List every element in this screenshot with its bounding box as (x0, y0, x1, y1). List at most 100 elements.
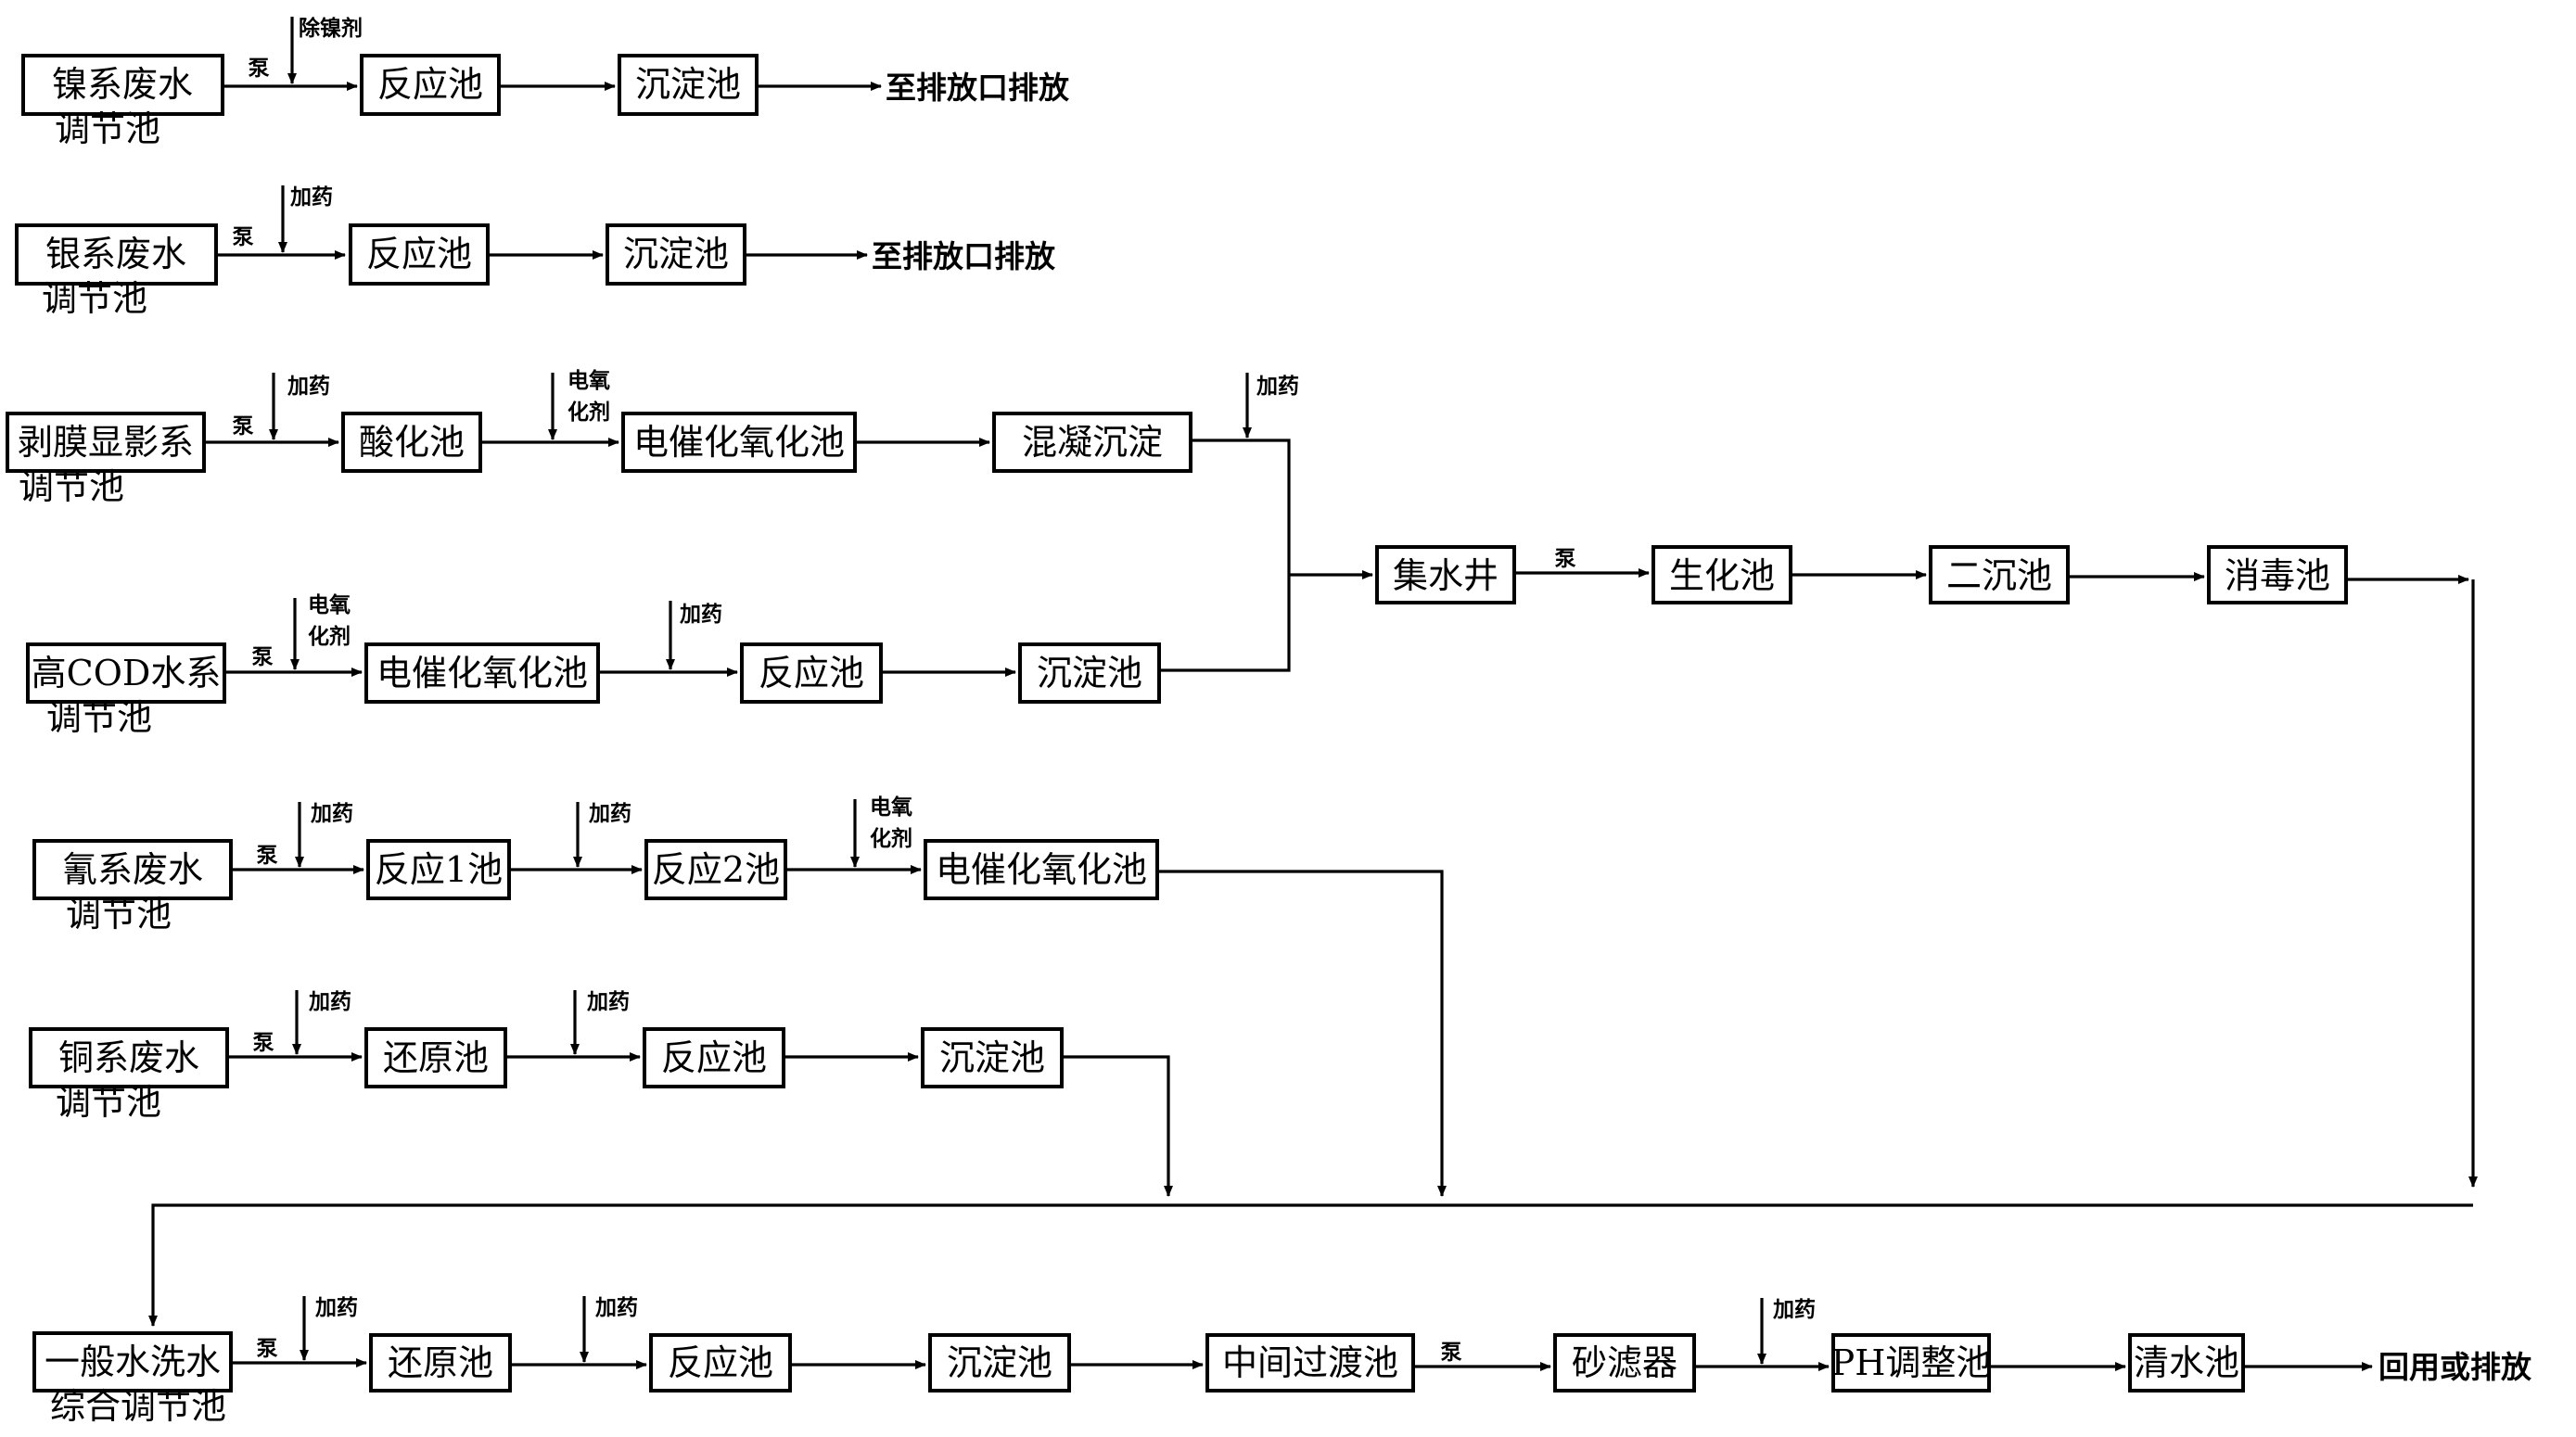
bio-step-4-label: 消毒池 (2225, 555, 2330, 596)
bio-step-4-box (2207, 545, 2348, 604)
nickel-step-2-box (618, 54, 759, 116)
nickel-destination: 至排放口排放 (886, 70, 1070, 106)
general-step-5-box (1553, 1333, 1696, 1392)
cod-step-3-label: 沉淀池 (1037, 653, 1142, 693)
silver-pump-label: 泵 (233, 224, 254, 249)
copper-step-1-box (364, 1027, 507, 1088)
general-additive-1: 加药 (314, 1295, 358, 1320)
cod-step-2-box (740, 642, 883, 704)
cyanide-step-2-label: 反应2池 (652, 849, 780, 890)
general-step-4-label: 中间过渡池 (1222, 1342, 1398, 1383)
copper-step-2-label: 反应池 (661, 1037, 767, 1078)
copper-source-sublabel: 调节池 (56, 1082, 161, 1123)
bio-step-1-label: 集水井 (1393, 555, 1498, 596)
general-step-5-label: 砂滤器 (1572, 1342, 1677, 1383)
nickel-step-1-label: 反应池 (377, 64, 483, 105)
cod-step-3-box (1018, 642, 1161, 704)
nickel-line: 镍系废水 调节池 泵 除镍剂 反应池 沉淀池 至排放口排放 (21, 16, 1070, 149)
general-additive-2: 加药 (594, 1295, 638, 1320)
silver-destination: 至排放口排放 (872, 238, 1056, 274)
cod-additive-2: 化剂 (308, 624, 351, 649)
nickel-pump-label: 泵 (249, 56, 270, 81)
silver-step-1-box (349, 223, 490, 286)
nickel-source-label: 镍系废水 (52, 64, 193, 105)
general-step-7-label: 清水池 (2134, 1342, 2239, 1383)
general-destination: 回用或排放 (2378, 1349, 2532, 1385)
general-source-sublabel: 综合调节池 (50, 1386, 226, 1427)
copper-additive-1: 加药 (308, 989, 351, 1014)
bio-step-2-label: 生化池 (1669, 555, 1775, 596)
strip-step-1-box (341, 412, 482, 473)
cyanide-step-1-box (366, 839, 511, 900)
general-step-2-box (649, 1333, 792, 1392)
general-step-1-box (369, 1333, 512, 1392)
bio-line: 集水井 泵 生化池 二沉池 消毒池 (1289, 545, 2478, 1188)
cyanide-line: 氰系废水 调节池 泵 加药 反应1池 加药 反应2池 电氧 化剂 电催化氧化池 (32, 795, 1447, 1197)
copper-step-3-label: 沉淀池 (939, 1037, 1045, 1078)
nickel-additive-label: 除镍剂 (299, 16, 363, 41)
strip-pump-label: 泵 (233, 413, 254, 439)
silver-step-2-box (606, 223, 746, 286)
copper-pump-label: 泵 (253, 1030, 274, 1055)
copper-step-1-label: 还原池 (383, 1037, 489, 1078)
cod-pipe-4 (1159, 575, 1291, 672)
bio-step-3-box (1929, 545, 2070, 604)
strip-pipe-4 (1191, 439, 1291, 575)
bio-step-2-box (1651, 545, 1792, 604)
bio-pump-label: 泵 (1555, 546, 1576, 571)
general-step-3-label: 沉淀池 (947, 1342, 1052, 1383)
bio-step-1-box (1375, 545, 1516, 604)
cyanide-step-1-label: 反应1池 (375, 849, 503, 890)
silver-additive-label: 加药 (289, 184, 333, 210)
strip-step-3-label: 混凝沉淀 (1022, 422, 1163, 463)
general-step-2-label: 反应池 (668, 1342, 773, 1383)
general-step-1-label: 还原池 (388, 1342, 493, 1383)
silver-source-label: 银系废水 (45, 234, 186, 274)
cod-step-1-box (364, 642, 600, 704)
general-line: 一般水洗水 综合调节池 泵 加药 还原池 加药 反应池 沉淀池 中间过渡池 泵 … (32, 1295, 2532, 1427)
silver-line: 银系废水 调节池 泵 加药 反应池 沉淀池 至排放口排放 (15, 184, 1056, 319)
cyanide-source-sublabel: 调节池 (66, 894, 172, 935)
general-step-7-box (2128, 1333, 2245, 1392)
cod-source-sublabel: 调节池 (46, 697, 152, 738)
collector-main-pipe (148, 1203, 2473, 1327)
general-step-6-label: PH调整池 (1831, 1342, 1992, 1383)
cod-step-1-label: 电催化氧化池 (376, 653, 588, 693)
copper-additive-2: 加药 (586, 989, 630, 1014)
strip-source-sublabel: 调节池 (19, 466, 124, 507)
strip-step-2-box (621, 412, 857, 473)
strip-step-3-box (992, 412, 1192, 473)
copper-outlet-pipe (1062, 1055, 1173, 1197)
strip-additive-4: 加药 (1256, 374, 1299, 399)
general-step-3-box (928, 1333, 1071, 1392)
nickel-source-sublabel: 调节池 (55, 108, 160, 149)
cod-pump-label: 泵 (252, 644, 274, 669)
strip-source-box (6, 412, 206, 473)
general-source-box (32, 1331, 233, 1392)
general-source-label: 一般水洗水 (45, 1342, 221, 1382)
cod-step-2-label: 反应池 (759, 653, 864, 693)
copper-line: 铜系废水 调节池 泵 加药 还原池 加药 反应池 沉淀池 (29, 989, 1173, 1197)
cyanide-source-label: 氰系废水 (62, 849, 203, 890)
cyanide-pump-label: 泵 (257, 843, 278, 868)
cod-line: 高COD水系 调节池 泵 电氧 化剂 电催化氧化池 加药 反应池 沉淀池 (26, 575, 1291, 738)
cyanide-additive-2: 加药 (588, 801, 631, 826)
cyanide-outlet-pipe (1157, 870, 1447, 1197)
cyanide-step-3-label: 电催化氧化池 (936, 849, 1147, 890)
general-step-6-box (1831, 1333, 1991, 1392)
strip-additive-2: 电氧 (567, 368, 610, 393)
general-additive-3: 加药 (1772, 1297, 1816, 1322)
general-step-4-box (1205, 1333, 1415, 1392)
nickel-source-box (21, 54, 224, 116)
silver-step-1-label: 反应池 (366, 234, 472, 274)
nickel-step-2-label: 沉淀池 (635, 64, 741, 105)
cod-source-label: 高COD水系 (32, 653, 222, 693)
cod-additive-1: 电氧 (308, 592, 351, 617)
cod-additive-3: 加药 (679, 602, 722, 627)
strip-additive-1: 加药 (287, 374, 330, 399)
copper-source-box (29, 1027, 229, 1088)
bio-step-3-label: 二沉池 (1946, 555, 2052, 596)
strip-source-label: 剥膜显影系 (18, 422, 194, 463)
cyanide-step-3-box (924, 839, 1159, 900)
